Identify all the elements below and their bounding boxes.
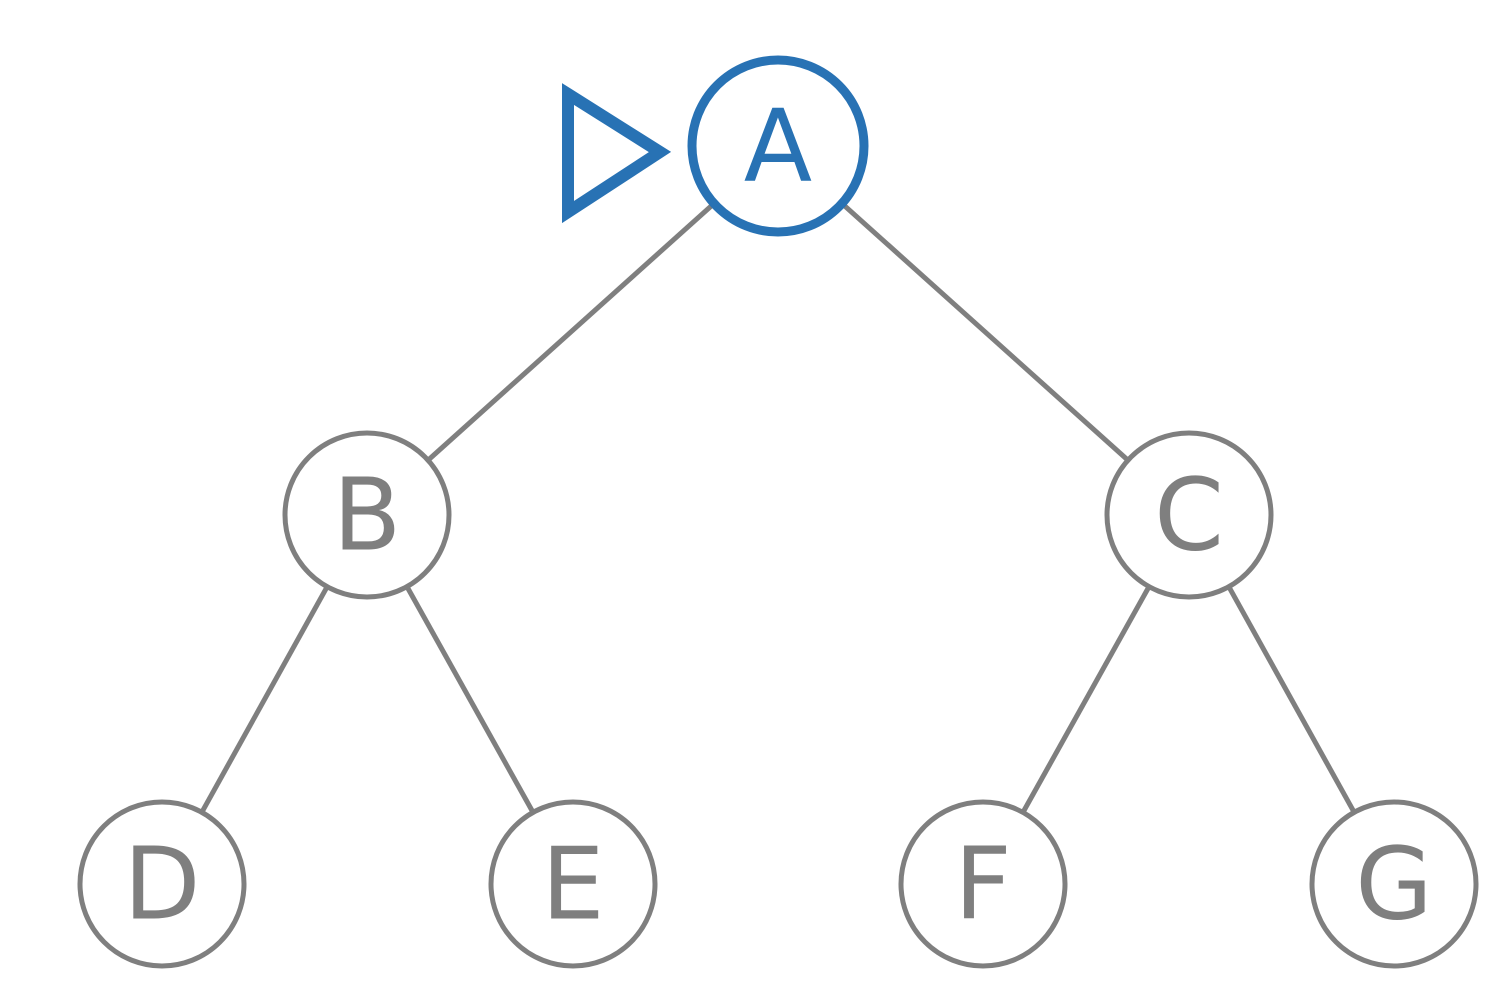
tree-edge-b-e [404,585,536,814]
tree-node-label: D [123,826,200,943]
current-node-pointer-icon [562,83,672,224]
tree-node-label: A [744,88,812,205]
tree-nodes: A B C D E F G [77,55,1479,969]
tree-node-circle [687,55,869,237]
tree-edge-c-g [1226,585,1357,814]
tree-node-label: F [954,826,1012,943]
tree-node-label: E [541,826,604,943]
tree-node-a: A [687,55,869,237]
tree-node-label: G [1355,826,1433,943]
tree-edge-a-b [426,201,716,463]
tree-edge-a-c [840,201,1130,463]
tree-edge-c-f [1020,585,1152,814]
tree-node-d: D [77,799,247,969]
tree-node-circle [898,799,1068,969]
tree-node-label: B [333,457,402,574]
tree-node-e: E [488,799,658,969]
tree-node-label: C [1154,457,1224,574]
tree-node-circle [282,430,452,600]
tree-node-circle [488,799,658,969]
tree-node-g: G [1309,799,1479,969]
tree-edge-b-d [199,585,330,814]
tree-node-circle [1309,799,1479,969]
tree-node-circle [1104,430,1274,600]
tree-node-f: F [898,799,1068,969]
tree-node-b: B [282,430,452,600]
tree-node-c: C [1104,430,1274,600]
tree-node-circle [77,799,247,969]
tree-edges [199,201,1357,814]
